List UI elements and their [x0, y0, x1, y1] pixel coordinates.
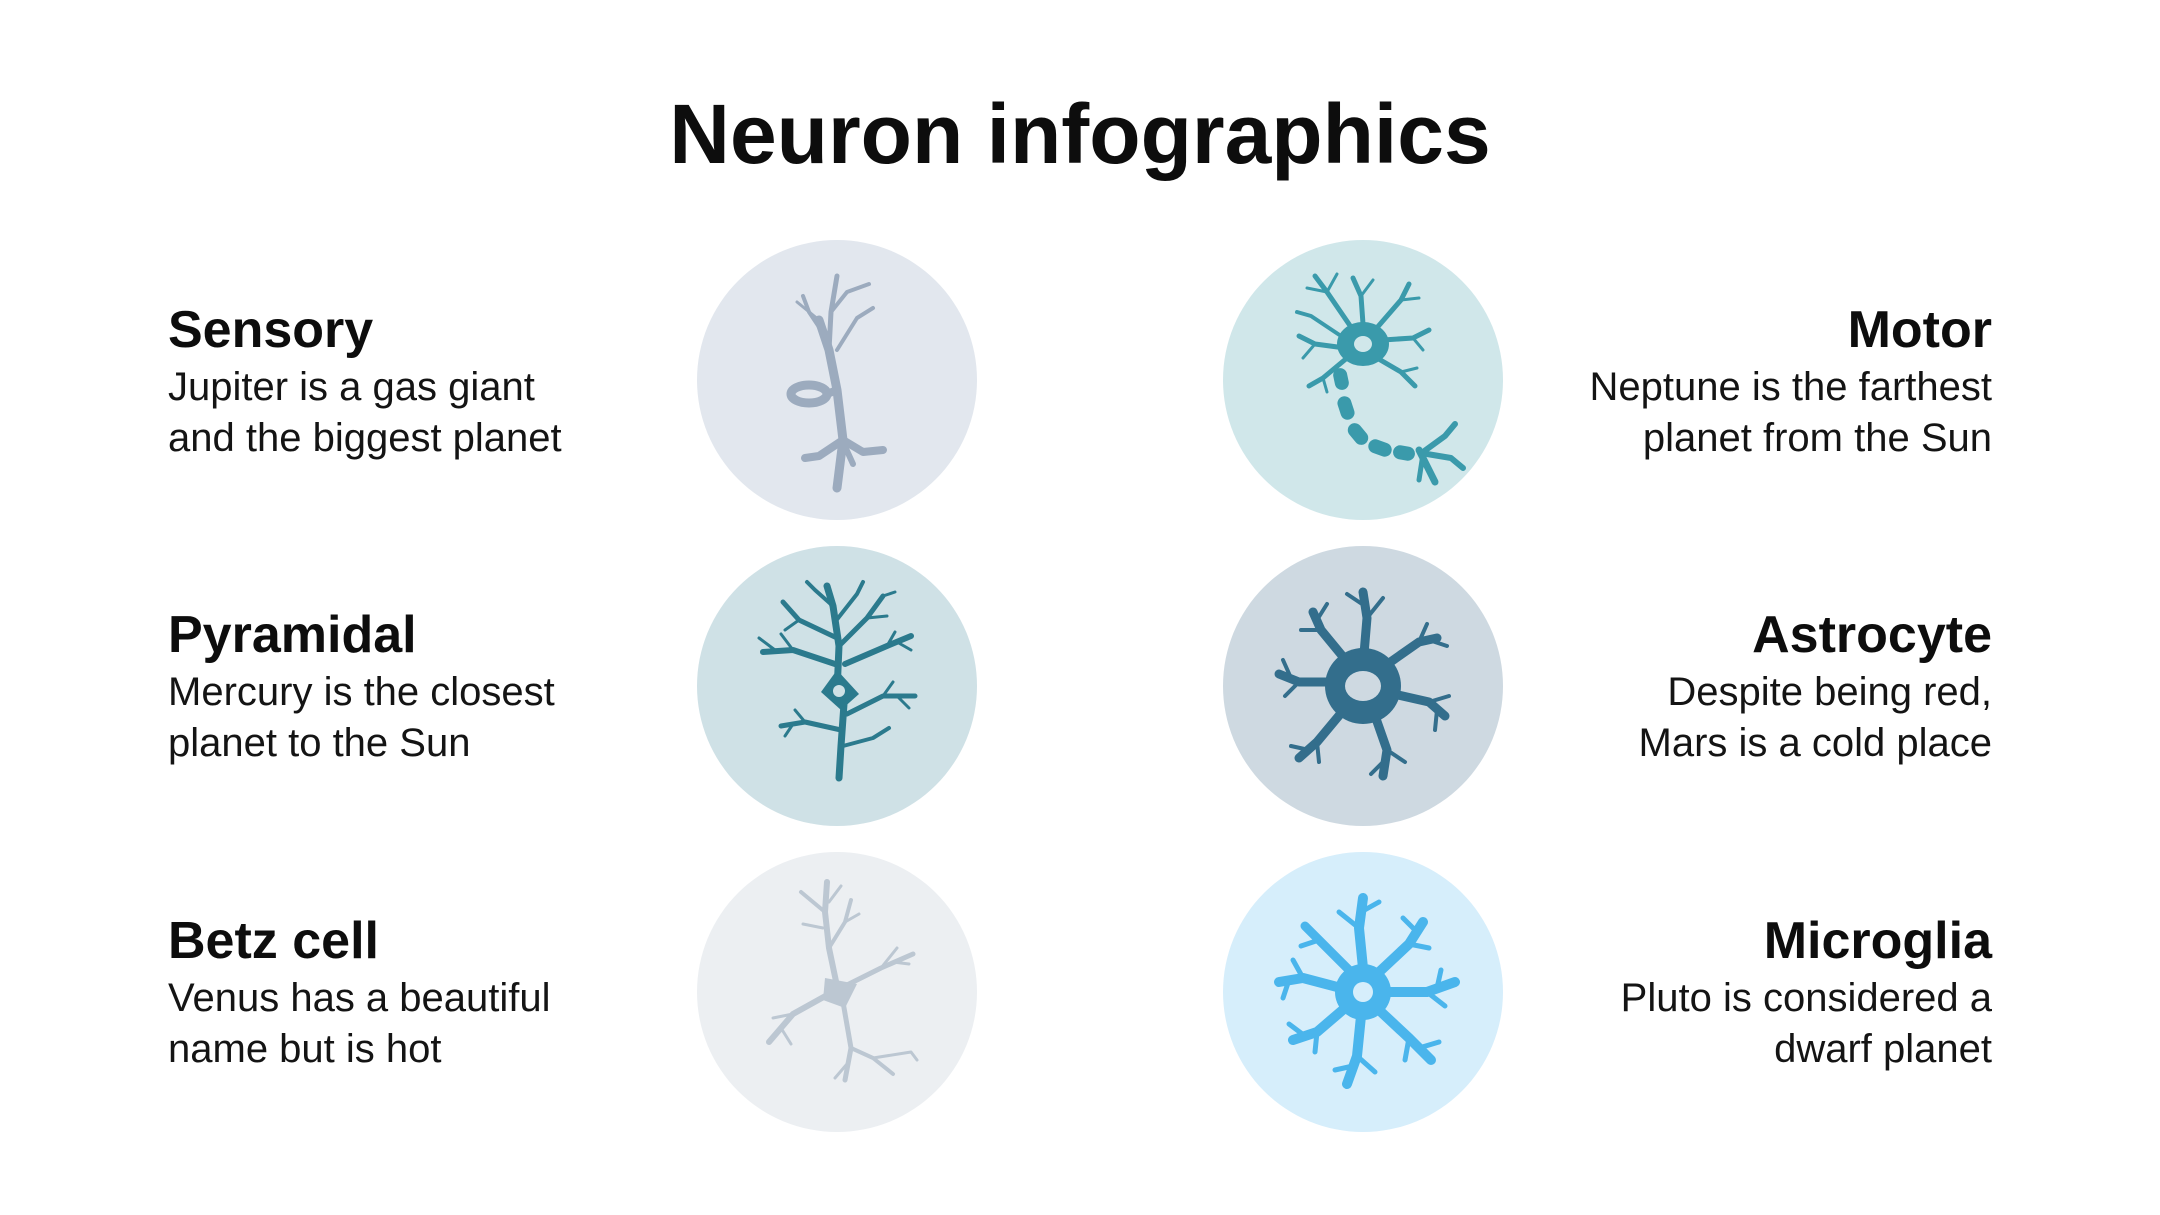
pyramidal-neuron-icon — [697, 546, 977, 826]
betz-cell-circle — [697, 852, 977, 1132]
item-title: Microglia — [1763, 912, 1992, 970]
item-title: Pyramidal — [168, 606, 417, 664]
item-description: Despite being red,Mars is a cold place — [1638, 670, 1992, 765]
astrocyte-icon — [1223, 546, 1503, 826]
motor-neuron-icon — [1223, 240, 1503, 520]
sensory-circle — [697, 240, 977, 520]
sensory-neuron-icon — [697, 240, 977, 520]
item-title: Motor — [1847, 301, 1992, 359]
betz-cell-icon — [697, 852, 977, 1132]
pyramidal-circle — [697, 546, 977, 826]
motor-circle — [1223, 240, 1503, 520]
item-title: Betz cell — [168, 912, 379, 970]
microglia-icon — [1223, 852, 1503, 1132]
page-title: Neuron infographics — [669, 87, 1491, 181]
item-title: Sensory — [168, 301, 374, 359]
astrocyte-circle — [1223, 546, 1503, 826]
microglia-circle — [1223, 852, 1503, 1132]
astrocyte-block: Astrocyte Despite being red,Mars is a co… — [1512, 607, 1992, 769]
item-title: Astrocyte — [1752, 606, 1992, 664]
